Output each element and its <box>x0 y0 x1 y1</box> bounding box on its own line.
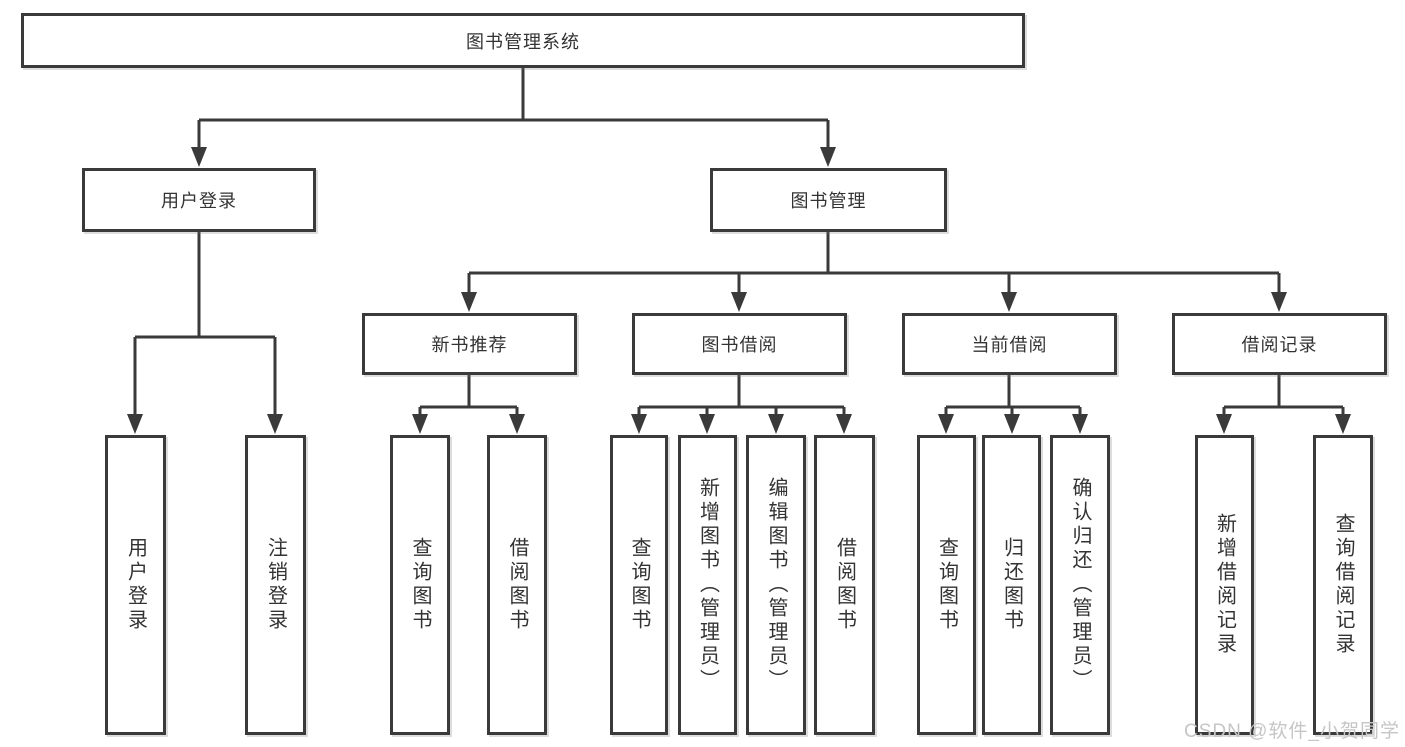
leaf-label: 查询图书 <box>409 537 431 633</box>
leaf-borrowing-borrow-books: 借阅图书 <box>814 435 875 735</box>
node-borrowing-records: 借阅记录 <box>1172 313 1387 375</box>
leaf-label: 确认归还（管理员） <box>1069 477 1091 693</box>
leaf-label: 注销登录 <box>264 537 287 633</box>
node-book-management: 图书管理 <box>710 168 947 232</box>
leaf-borrowing-query-books: 查询图书 <box>610 435 668 735</box>
node-label: 图书管理 <box>790 191 867 211</box>
leaf-records-query-borrow-record: 查询借阅记录 <box>1313 435 1373 735</box>
node-label: 图书管理系统 <box>466 31 580 52</box>
node-label: 借阅记录 <box>1241 335 1318 355</box>
node-label: 新书推荐 <box>431 335 508 355</box>
leaf-label: 查询借阅记录 <box>1332 513 1354 657</box>
node-label: 当前借阅 <box>971 335 1048 355</box>
leaf-label: 用户登录 <box>124 537 147 633</box>
tree-lines <box>135 68 1343 409</box>
leaf-recommend-query-books: 查询图书 <box>390 435 450 735</box>
leaf-label: 查询图书 <box>935 537 958 633</box>
node-new-book-recommendation: 新书推荐 <box>362 313 577 375</box>
leaf-borrowing-edit-books-admin: 编辑图书（管理员） <box>746 435 806 735</box>
node-book-management-system: 图书管理系统 <box>21 13 1025 68</box>
leaf-label: 借阅图书 <box>833 537 856 633</box>
leaf-label: 借阅图书 <box>506 537 528 633</box>
leaf-current-confirm-return-admin: 确认归还（管理员） <box>1050 435 1110 735</box>
leaf-user-login: 用户登录 <box>105 435 166 735</box>
arrow-shafts <box>133 120 1345 419</box>
leaf-label: 新增图书（管理员） <box>696 477 719 693</box>
leaf-label: 查询图书 <box>628 537 650 633</box>
leaf-label: 归还图书 <box>1000 537 1023 633</box>
node-label: 图书借阅 <box>701 335 778 355</box>
leaf-label: 新增借阅记录 <box>1213 513 1236 657</box>
leaf-current-return-books: 归还图书 <box>982 435 1041 735</box>
node-label: 用户登录 <box>161 191 237 211</box>
node-book-borrowing: 图书借阅 <box>632 313 847 375</box>
leaf-recommend-borrow-books: 借阅图书 <box>487 435 547 735</box>
node-user-login: 用户登录 <box>82 168 316 232</box>
watermark-text: CSDN @软件_小贺同学 <box>1184 721 1400 742</box>
leaf-borrowing-add-books-admin: 新增图书（管理员） <box>678 435 737 735</box>
arrowhead-icons <box>127 147 1351 434</box>
leaf-records-add-borrow-record: 新增借阅记录 <box>1195 435 1254 735</box>
leaf-label: 编辑图书（管理员） <box>765 477 787 693</box>
node-current-borrowing: 当前借阅 <box>902 313 1117 375</box>
leaf-logout: 注销登录 <box>245 435 306 735</box>
leaf-current-query-books: 查询图书 <box>917 435 976 735</box>
